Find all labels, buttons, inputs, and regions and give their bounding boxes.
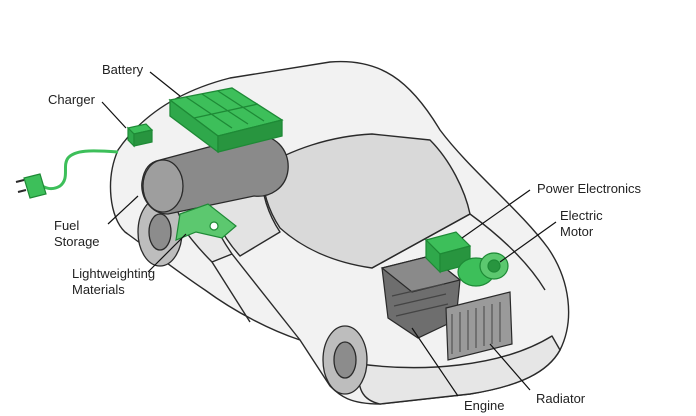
label-radiator: Radiator xyxy=(536,391,586,406)
fuel-tank xyxy=(141,134,289,215)
leader-motor xyxy=(499,221,557,263)
electric-motor xyxy=(457,252,509,287)
plug-icon xyxy=(15,173,47,199)
leader-charger xyxy=(101,101,127,129)
label-fuel-storage: Fuel Storage xyxy=(54,218,100,249)
charger-box xyxy=(126,123,154,148)
leader-battery xyxy=(149,71,181,97)
charge-cable xyxy=(15,149,119,199)
lightweight-part xyxy=(175,203,237,241)
leader-fuel xyxy=(107,195,139,225)
leader-lines xyxy=(101,71,557,397)
radiator xyxy=(445,291,513,361)
leader-power xyxy=(461,189,531,239)
label-power-electronics: Power Electronics xyxy=(537,181,642,196)
battery-pack xyxy=(168,87,284,154)
wheels xyxy=(137,197,368,395)
label-lightweighting-materials: Lightweighting Materials xyxy=(72,266,156,297)
label-engine: Engine xyxy=(464,398,505,413)
leader-lightweight xyxy=(147,233,187,273)
leader-radiator xyxy=(489,343,531,391)
label-electric-motor: Electric Motor xyxy=(560,208,603,239)
leader-engine xyxy=(411,327,459,397)
label-charger: Charger xyxy=(48,92,95,107)
label-battery: Battery xyxy=(102,62,144,77)
